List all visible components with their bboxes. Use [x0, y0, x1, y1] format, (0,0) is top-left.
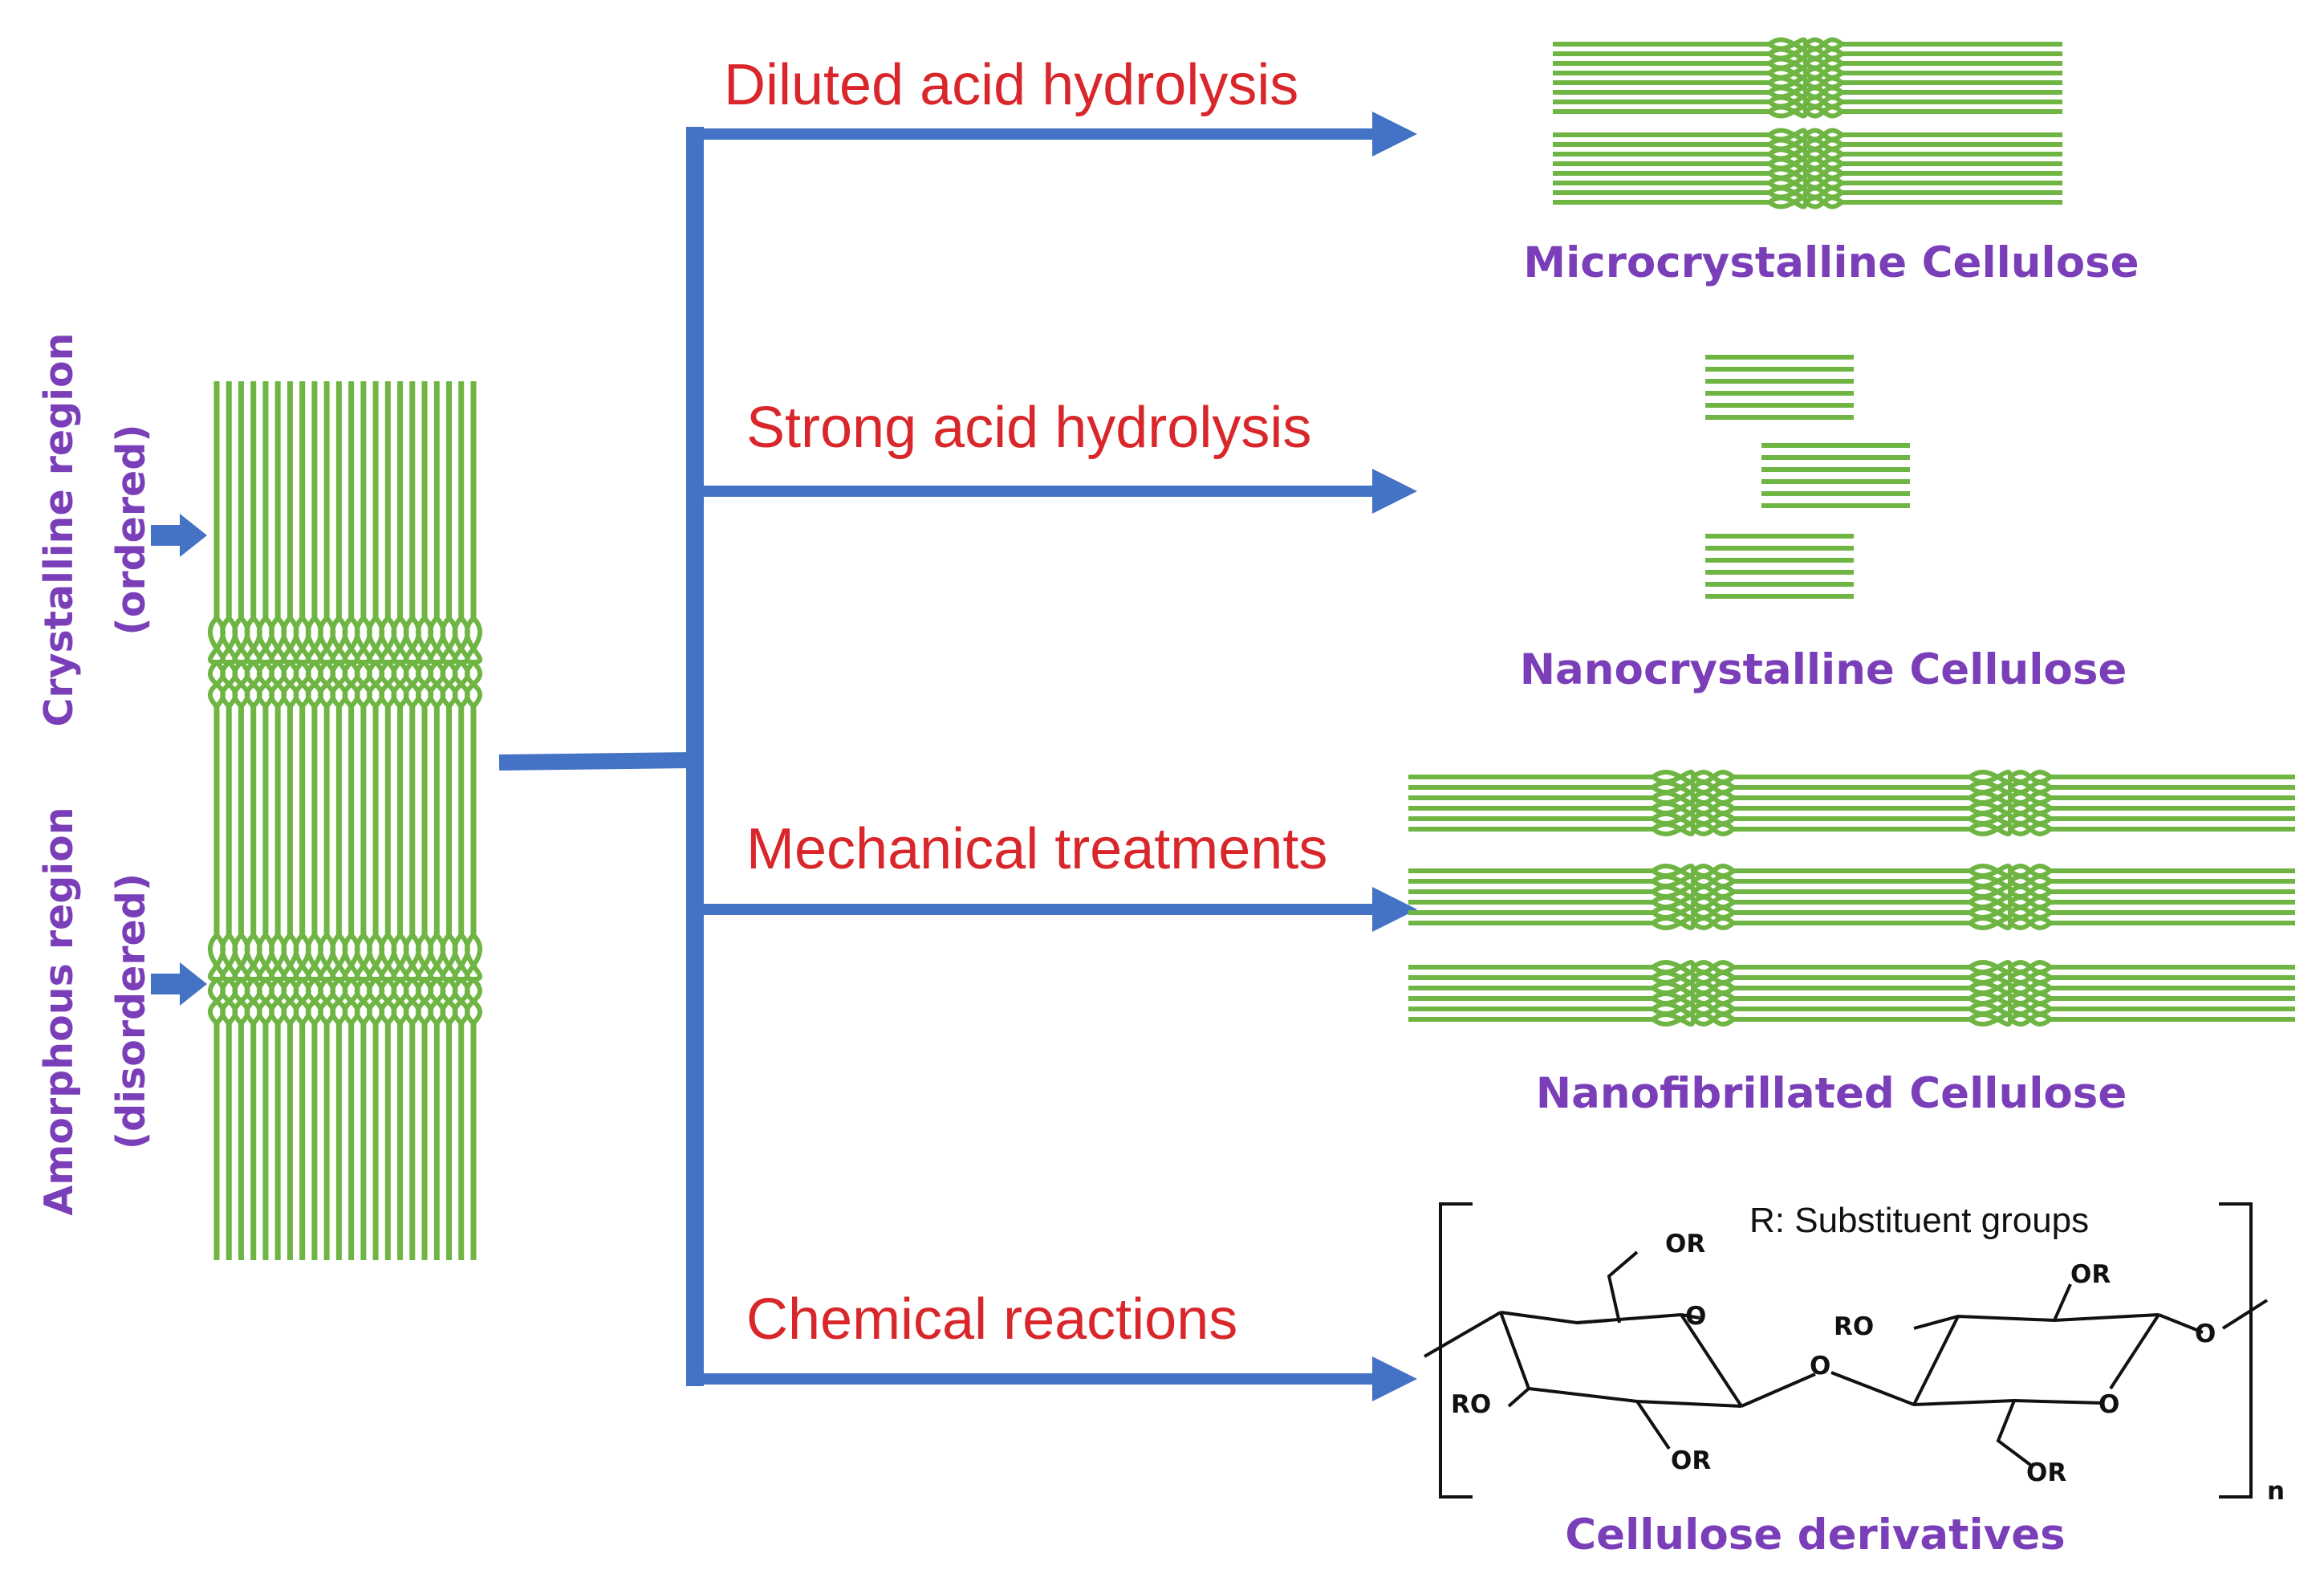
ring-oxygen-right: O	[2099, 1390, 2119, 1419]
crystalline-region-label: Crystalline region (ordered)	[36, 332, 154, 726]
right-bracket	[2219, 1202, 2253, 1499]
process-label-chemical: Chemical reactions	[746, 1287, 1237, 1352]
amorphous-label-line1: Amorphous region	[36, 807, 82, 1215]
product-label-derivatives: Cellulose derivatives	[1565, 1511, 2065, 1560]
product-label-nanofibrillated: Nanofibrillated Cellulose	[1536, 1069, 2127, 1118]
nanocrystalline-cellulose-illustration	[1705, 355, 1910, 599]
amorphous-pointer-arrow	[151, 962, 207, 1006]
crystalline-pointer-arrow	[151, 514, 207, 557]
cellulose-fibril-bundle	[208, 381, 482, 1260]
left-bracket	[1439, 1202, 1473, 1499]
crystalline-label-line1: Crystalline region	[36, 332, 82, 726]
bridge-oxygen: O	[1810, 1352, 1830, 1381]
group-or-bottom-left: OR	[1671, 1446, 1711, 1475]
amorphous-label-line2: (disordered)	[108, 873, 154, 1149]
process-label-strong-acid: Strong acid hydrolysis	[746, 396, 1311, 460]
substituent-note: R: Substituent groups	[1749, 1201, 2089, 1240]
repeat-index: n	[2267, 1477, 2285, 1506]
product-label-nanocrystalline: Nanocrystalline Cellulose	[1520, 645, 2127, 694]
process-label-diluted-acid: Diluted acid hydrolysis	[724, 53, 1298, 117]
cellulose-derivative-structure: n R: Substituent groups OR O RO OR O OR …	[1423, 1201, 2285, 1506]
amorphous-region-label: Amorphous region (disordered)	[36, 807, 154, 1215]
nanofibrillated-cellulose-illustration	[1408, 770, 2295, 1027]
end-oxygen: O	[2195, 1320, 2216, 1348]
group-ro-left: RO	[1451, 1390, 1491, 1419]
process-label-mechanical: Mechanical treatments	[746, 817, 1327, 881]
group-or-bottom-right: OR	[2026, 1458, 2066, 1487]
crystalline-label-line2: (ordered)	[108, 424, 154, 635]
product-label-microcrystalline: Microcrystalline Cellulose	[1523, 238, 2139, 287]
group-or-top-right: OR	[2070, 1260, 2111, 1289]
microcrystalline-cellulose-illustration	[1553, 37, 2062, 209]
group-ro-right: RO	[1834, 1312, 1874, 1341]
ring-oxygen-left: O	[1685, 1302, 1706, 1331]
branch-connector	[498, 112, 1417, 1401]
group-or-top-left: OR	[1665, 1230, 1705, 1259]
